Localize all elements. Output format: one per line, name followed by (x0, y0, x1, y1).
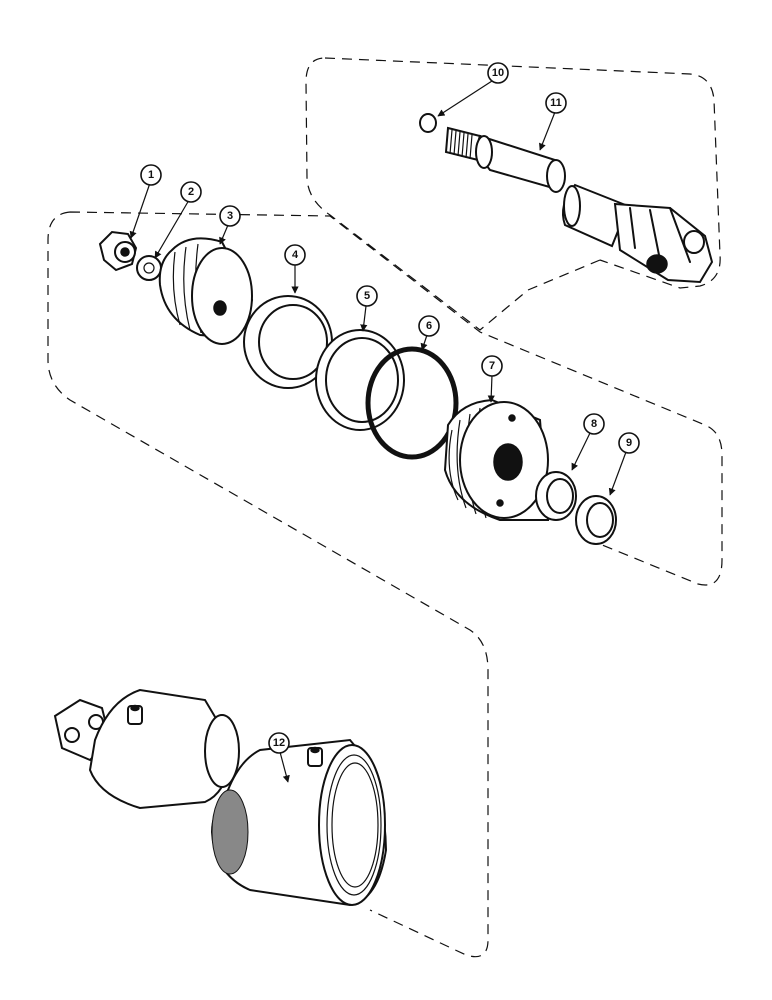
callout-11: 11 (545, 92, 567, 114)
piston-rod (444, 126, 714, 284)
svg-text:8: 8 (591, 418, 597, 430)
small-o-ring (419, 113, 437, 133)
cylinder-tube (53, 688, 388, 907)
svg-text:11: 11 (550, 97, 562, 109)
callout-4: 4 (284, 244, 306, 266)
svg-text:9: 9 (626, 437, 632, 449)
rod-group-outline (305, 57, 721, 331)
callout-6: 6 (418, 315, 440, 337)
lock-washer (136, 255, 162, 281)
large-o-ring (365, 346, 459, 460)
callout-5: 5 (356, 285, 378, 307)
svg-text:12: 12 (273, 737, 285, 749)
callout-1: 1 (140, 164, 162, 186)
svg-text:2: 2 (188, 186, 194, 198)
svg-text:3: 3 (227, 210, 233, 222)
callout-10: 10 (487, 62, 509, 84)
seal-ring (315, 329, 405, 431)
svg-text:10: 10 (492, 67, 504, 79)
svg-text:6: 6 (426, 320, 432, 332)
seal-group-outline (47, 211, 723, 958)
callout-12: 12 (268, 732, 290, 754)
leader-lines (129, 80, 627, 783)
wiper (575, 495, 617, 545)
svg-text:5: 5 (364, 290, 370, 302)
svg-text:7: 7 (489, 360, 495, 372)
callout-7: 7 (481, 355, 503, 377)
callout-9: 9 (618, 432, 640, 454)
svg-text:1: 1 (148, 169, 154, 181)
rod-seal (535, 471, 577, 521)
gland (443, 398, 550, 521)
callout-2: 2 (180, 181, 202, 203)
piston (158, 237, 254, 345)
callout-3: 3 (219, 205, 241, 227)
hex-nut (98, 230, 138, 272)
callout-8: 8 (583, 413, 605, 435)
svg-text:4: 4 (292, 249, 299, 261)
